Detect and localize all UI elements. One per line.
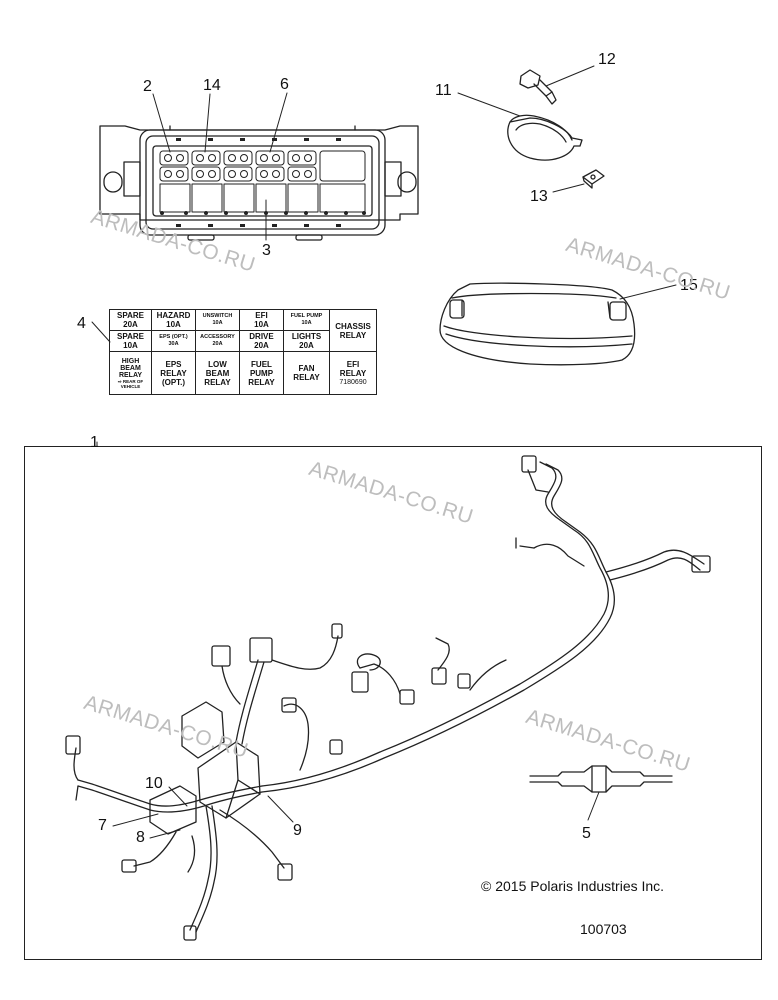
clamp-illustration <box>457 92 583 161</box>
fuse-eps: EPS (OPT.)30A <box>151 330 196 352</box>
fuse-box-illustration <box>99 92 419 241</box>
callout-11: 11 <box>435 82 452 99</box>
main-harness-illustration <box>65 441 711 941</box>
callout-4: 4 <box>77 315 86 332</box>
callout-1: 1 <box>90 434 99 451</box>
rear-of-vehicle-note: ⇨ REAR OF VEHICLE <box>117 378 144 389</box>
callout-15: 15 <box>680 277 698 294</box>
callout-9: 9 <box>293 822 302 839</box>
harness-frame <box>24 446 762 960</box>
high-beam-relay: HIGH BEAM RELAY ⇨ REAR OF VEHICLE <box>109 351 152 395</box>
clip-nut-illustration <box>552 169 605 193</box>
callout-5: 5 <box>582 825 591 842</box>
callout-6: 6 <box>280 76 289 93</box>
callout-8: 8 <box>136 829 145 846</box>
callout-10: 10 <box>145 775 163 792</box>
fuse-box-cover-illustration <box>439 282 677 366</box>
callout-7: 7 <box>98 817 107 834</box>
callout-12: 12 <box>598 51 616 68</box>
document-number: 100703 <box>580 921 627 937</box>
label-part-number: 7180690 <box>339 378 367 386</box>
callout-2: 2 <box>143 78 152 95</box>
callout-13: 13 <box>530 188 548 205</box>
callout-14: 14 <box>203 77 221 94</box>
inline-fuse-holder-illustration <box>529 765 673 821</box>
callout-3: 3 <box>262 242 271 259</box>
copyright-notice: © 2015 Polaris Industries Inc. <box>481 878 665 894</box>
bolt-illustration <box>519 65 595 105</box>
